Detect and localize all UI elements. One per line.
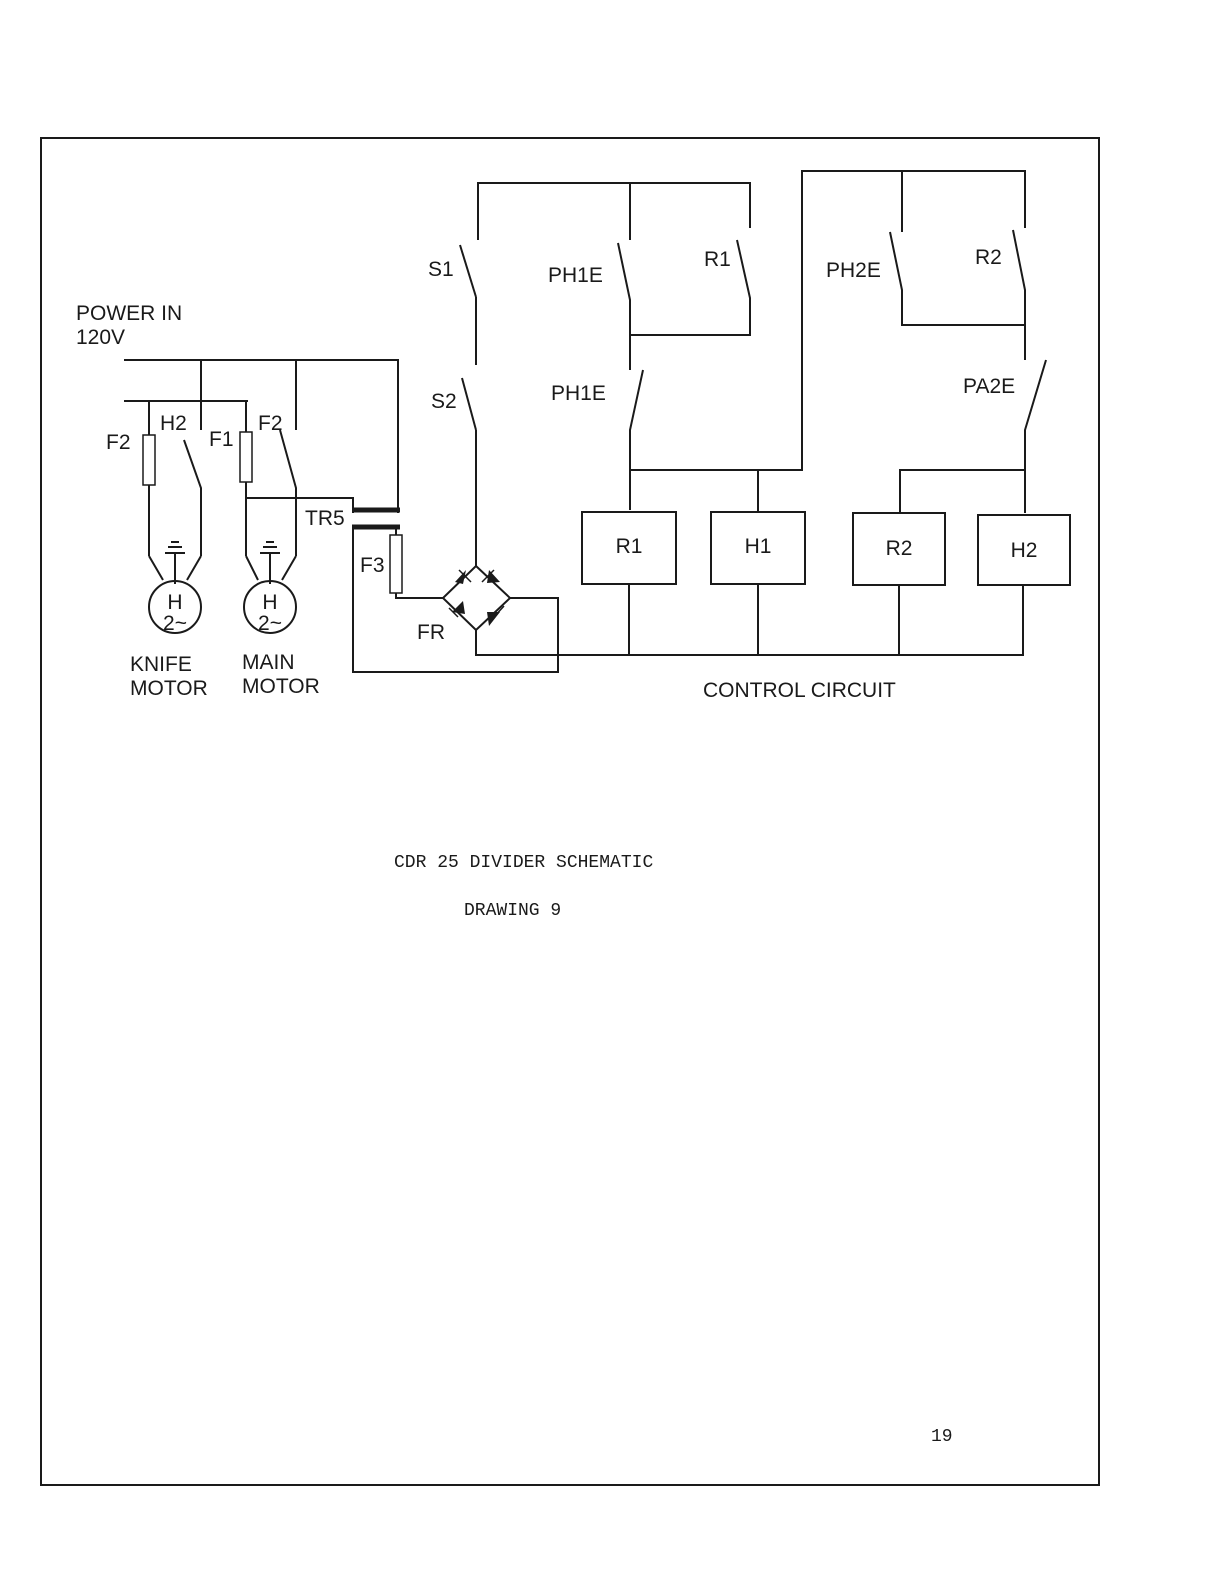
- switch-pa2e-contact: [1025, 360, 1046, 513]
- control-circuit: S2 S1 PH1E R1 PH1E PH2E R2 PA2E R1 H1: [428, 171, 1070, 702]
- drawing-title: CDR 25 DIVIDER SCHEMATIC: [394, 853, 653, 873]
- switch-s2-contact: [462, 378, 476, 430]
- knife-fuse-f2: [143, 435, 155, 485]
- control-top-bus-1: [478, 183, 750, 240]
- main-motor-label-1: MAIN: [242, 651, 295, 674]
- main-motor-symbol: H: [262, 591, 277, 614]
- switch-f2-main-label: F2: [258, 412, 283, 435]
- switch-ph2e-label: PH2E: [826, 259, 881, 282]
- switch-r1-contact: [630, 240, 750, 335]
- main-motor-phase: 2~: [258, 612, 282, 635]
- switch-h2-label: H2: [160, 412, 187, 435]
- drawing-number: DRAWING 9: [464, 901, 561, 921]
- knife-motor-phase: 2~: [163, 612, 187, 635]
- page-number: 19: [931, 1427, 953, 1447]
- coil-h2-label: H2: [1011, 539, 1038, 562]
- switch-r2-contact: [1013, 230, 1025, 360]
- coil-returns: [629, 584, 899, 655]
- main-motor-earth: [260, 542, 280, 584]
- transformer-label: TR5: [305, 507, 345, 530]
- power-voltage-label: 120V: [76, 326, 125, 349]
- transformer-tr5: [352, 510, 400, 527]
- switch-ph1e-top-contact: [618, 243, 630, 335]
- fuse-f1-label: F1: [209, 428, 234, 451]
- fuse-f3-label: F3: [360, 554, 385, 577]
- switch-s1-contact: [460, 245, 476, 297]
- page-border: [41, 138, 1099, 1485]
- coil-r2-label: R2: [886, 537, 913, 560]
- fuse-f3: [390, 535, 402, 593]
- main-fuse-f1: [240, 432, 252, 482]
- switch-ph2e-contact: [890, 232, 1025, 325]
- secondary-wire-left: [353, 527, 558, 672]
- switch-pa2e-label: PA2E: [963, 375, 1015, 398]
- switch-r1-label: R1: [704, 248, 731, 271]
- power-section: POWER IN 120V F2 H2 H 2~ KNIFE MOTOR F1 …: [76, 302, 558, 700]
- rectifier-label: FR: [417, 621, 445, 644]
- fuse-f2-left-label: F2: [106, 431, 131, 454]
- switch-r2-label: R2: [975, 246, 1002, 269]
- r1-h1-junction: [630, 171, 1025, 470]
- switch-f2-main-contact: [280, 430, 296, 556]
- switch-ph1e-bottom-contact: [630, 370, 643, 510]
- r2-h2-junction: [900, 470, 1025, 513]
- coil-h1-label: H1: [745, 535, 772, 558]
- secondary-wire-fuse: [396, 527, 443, 598]
- knife-motor-label-1: KNIFE: [130, 653, 192, 676]
- knife-motor-label-2: MOTOR: [130, 677, 208, 700]
- switch-s1-label: S1: [428, 258, 454, 281]
- switch-h2-contact: [184, 440, 201, 556]
- main-motor-label-2: MOTOR: [242, 675, 320, 698]
- rectifier-diode-2: [487, 570, 500, 583]
- control-circuit-label: CONTROL CIRCUIT: [703, 679, 896, 702]
- switch-ph1e-bottom-label: PH1E: [551, 382, 606, 405]
- supply-bus-top: [124, 360, 398, 513]
- switch-ph1e-top-label: PH1E: [548, 264, 603, 287]
- coil-r1-label: R1: [616, 535, 643, 558]
- knife-motor-earth: [165, 542, 185, 584]
- power-in-label: POWER IN: [76, 302, 182, 325]
- switch-s2-label: S2: [431, 390, 457, 413]
- bridge-rectifier: [443, 566, 510, 630]
- rectifier-diode-4: [487, 612, 500, 626]
- knife-motor-symbol: H: [167, 591, 182, 614]
